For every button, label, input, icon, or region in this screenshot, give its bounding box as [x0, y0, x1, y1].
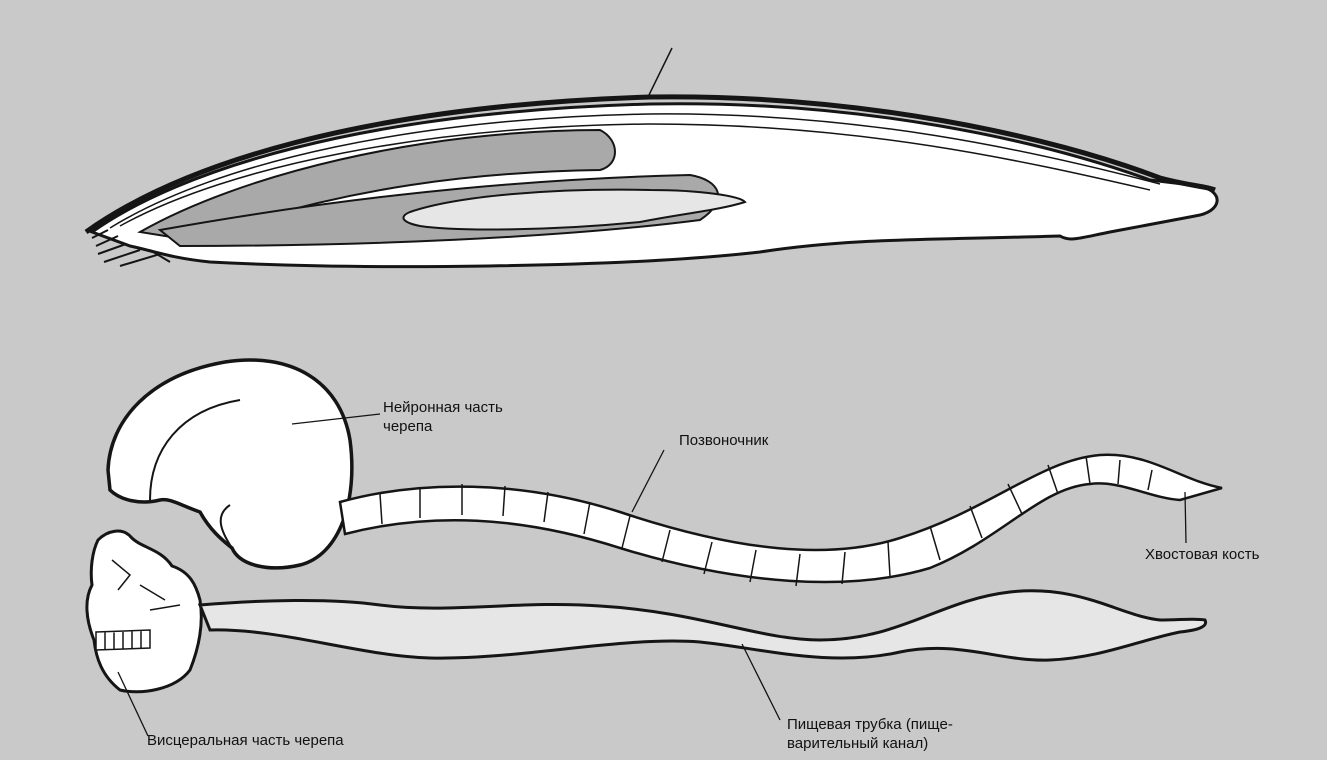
label-digestive-tube-line2: варительный канал): [787, 734, 953, 753]
leader-spine: [632, 450, 664, 512]
digestive-tube: [200, 591, 1206, 660]
label-neural-skull-line2: черепа: [383, 417, 503, 436]
label-neural-skull-line1: Нейронная часть: [383, 398, 503, 417]
spine: [340, 455, 1222, 582]
label-neural-skull: Нейронная часть черепа: [383, 398, 503, 436]
leader-tail-bone: [1185, 492, 1186, 543]
label-visceral-skull: Висцеральная часть черепа: [147, 731, 344, 750]
label-digestive-tube-line1: Пищевая трубка (пище-: [787, 715, 953, 734]
label-tail-bone: Хвостовая кость: [1145, 545, 1259, 564]
neural-skull: [108, 360, 352, 568]
leader-digestive-tube: [742, 644, 780, 720]
lancelet-leader-line: [648, 48, 672, 97]
visceral-skull: [87, 531, 201, 692]
label-spine: Позвоночник: [679, 431, 768, 450]
visceral-skull-teeth: [96, 630, 150, 650]
lancelet-figure: [86, 48, 1217, 267]
label-digestive-tube: Пищевая трубка (пище- варительный канал): [787, 715, 953, 753]
